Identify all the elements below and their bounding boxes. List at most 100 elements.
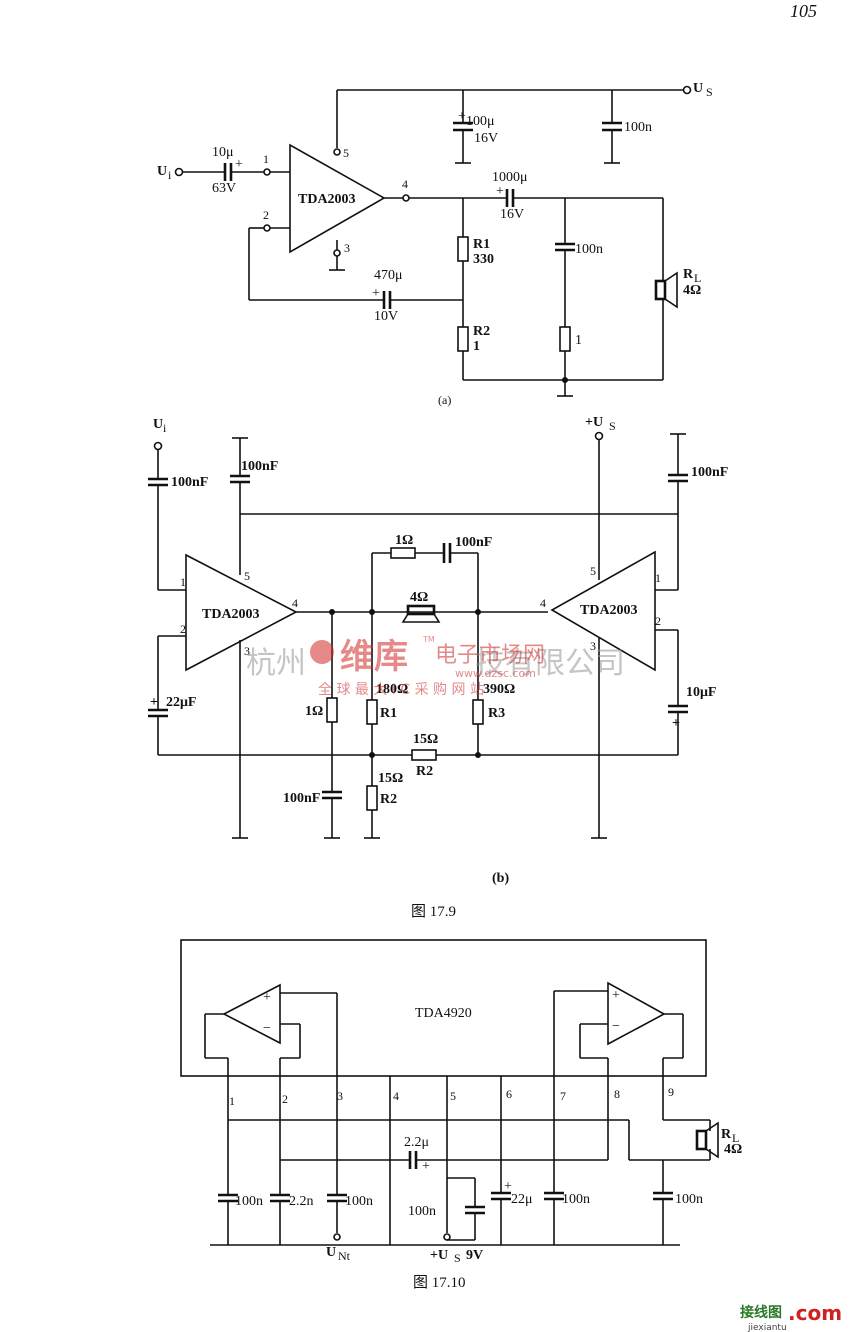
svg-text:U: U — [153, 417, 163, 432]
svg-text:330: 330 — [473, 252, 494, 267]
svg-text:7: 7 — [560, 1089, 566, 1103]
svg-text:3: 3 — [337, 1089, 343, 1103]
amplifier-a — [289, 143, 386, 254]
svg-text:22μ: 22μ — [511, 1192, 533, 1207]
svg-text:TDA2003: TDA2003 — [202, 607, 260, 622]
svg-text:i: i — [168, 168, 172, 182]
supply-terminal-b — [594, 431, 604, 441]
svg-text:+: + — [504, 1179, 512, 1194]
svg-text:2.2μ: 2.2μ — [404, 1135, 429, 1150]
svg-text:5: 5 — [590, 564, 596, 578]
svg-text:+: + — [672, 716, 680, 731]
svg-text:TDA4920: TDA4920 — [415, 1006, 472, 1021]
svg-text:U: U — [326, 1245, 336, 1260]
svg-text:−: − — [263, 1021, 271, 1036]
svg-text:全 球 最 大 I C 采 购 网 站: 全 球 最 大 I C 采 购 网 站 — [318, 681, 484, 698]
svg-text:R2: R2 — [380, 792, 397, 807]
svg-text:S: S — [609, 419, 616, 433]
svg-text:8: 8 — [614, 1087, 620, 1101]
svg-text:+: + — [235, 157, 243, 172]
svg-text:1: 1 — [473, 339, 480, 354]
c-in-value: 10μ — [212, 145, 234, 160]
svg-text:3: 3 — [590, 639, 596, 653]
svg-text:180Ω: 180Ω — [376, 682, 408, 697]
circuit-c: TDA4920 + − + − 1 2 3 4 5 6 7 — [180, 939, 742, 1265]
svg-text:15Ω: 15Ω — [378, 771, 403, 786]
svg-text:1Ω: 1Ω — [305, 704, 323, 719]
svg-text:16V: 16V — [500, 207, 524, 222]
svg-text:4Ω: 4Ω — [683, 283, 701, 298]
input-terminal — [174, 167, 184, 177]
svg-text:4Ω: 4Ω — [724, 1142, 742, 1157]
watermark-logo-icon — [310, 640, 334, 664]
corner-logo: 接线图 .com jiexiantu — [740, 1301, 842, 1332]
circuit-b: U i 100nF 100nF +U S 100nF TDA2003 1 2 — [148, 415, 728, 886]
svg-text:电子市场网: 电子市场网 — [435, 643, 545, 668]
c-supply1-value: 100μ — [466, 114, 495, 129]
r-zobel-a — [559, 326, 571, 352]
speaker-a — [654, 279, 667, 301]
svg-text:4: 4 — [540, 596, 546, 610]
svg-text:R: R — [721, 1127, 732, 1142]
svg-text:1: 1 — [180, 575, 186, 589]
svg-text:16V: 16V — [474, 131, 498, 146]
svg-text:2.2n: 2.2n — [289, 1194, 314, 1209]
svg-text:4: 4 — [292, 596, 298, 610]
chip-label-a: TDA2003 — [298, 192, 356, 207]
svg-text:2: 2 — [180, 622, 186, 636]
speaker-b — [406, 604, 436, 616]
speaker-c — [695, 1129, 708, 1151]
svg-text:R1: R1 — [473, 237, 490, 252]
caption-a: (a) — [438, 393, 451, 407]
opamp-right — [607, 981, 666, 1046]
svg-text:100nF: 100nF — [455, 535, 492, 550]
svg-text:2: 2 — [282, 1092, 288, 1106]
svg-text:100n: 100n — [345, 1194, 373, 1209]
svg-text:100n: 100n — [562, 1192, 590, 1207]
svg-text:+U: +U — [585, 415, 603, 430]
svg-text:3: 3 — [344, 241, 350, 255]
svg-text:9V: 9V — [466, 1248, 483, 1263]
svg-text:100nF: 100nF — [691, 465, 728, 480]
svg-text:+: + — [150, 695, 158, 710]
figure-17-9-caption: 图 17.9 — [411, 903, 456, 920]
svg-text:15Ω: 15Ω — [413, 732, 438, 747]
svg-text:100n: 100n — [408, 1204, 436, 1219]
circuit-a: U S 5 100μ + 16V 100n U i 10μ + 63V 1 — [157, 81, 713, 407]
input-label: U — [157, 164, 167, 179]
figure-17-10-caption: 图 17.10 — [413, 1274, 466, 1291]
supply-terminal — [682, 85, 692, 95]
svg-text:9: 9 — [668, 1085, 674, 1099]
opamp-left — [222, 983, 281, 1045]
svg-text:R3: R3 — [488, 706, 505, 721]
svg-text:4Ω: 4Ω — [410, 590, 428, 605]
amplifier-b-left — [185, 553, 298, 672]
svg-text:i: i — [163, 421, 167, 435]
svg-text:R: R — [683, 267, 694, 282]
svg-text:R1: R1 — [380, 706, 397, 721]
svg-text:1: 1 — [229, 1094, 235, 1108]
r2-a — [457, 326, 469, 352]
svg-text:1: 1 — [575, 333, 582, 348]
svg-text:2: 2 — [655, 614, 661, 628]
svg-text:3: 3 — [244, 644, 250, 658]
r1-a — [457, 236, 469, 262]
svg-text:Nt: Nt — [338, 1249, 351, 1263]
input-terminal-b — [153, 441, 163, 451]
watermark: 杭州 技有限公司 维库 电子市场网 www.dzsc.com 全 球 最 大 I… — [246, 635, 625, 698]
svg-text:L: L — [694, 271, 701, 285]
svg-text:R2: R2 — [473, 324, 490, 339]
svg-text:S: S — [706, 85, 713, 99]
svg-text:100nF: 100nF — [283, 791, 320, 806]
supply-label: U — [693, 81, 703, 96]
svg-text:5: 5 — [450, 1089, 456, 1103]
svg-text:5: 5 — [343, 146, 349, 160]
svg-text:6: 6 — [506, 1087, 512, 1101]
c-out-value: 1000μ — [492, 170, 528, 185]
c-fb-value: 470μ — [374, 268, 403, 283]
svg-text:+U: +U — [430, 1248, 448, 1263]
svg-text:10μF: 10μF — [686, 685, 717, 700]
svg-text:+: + — [496, 184, 504, 199]
svg-text:5: 5 — [244, 569, 250, 583]
